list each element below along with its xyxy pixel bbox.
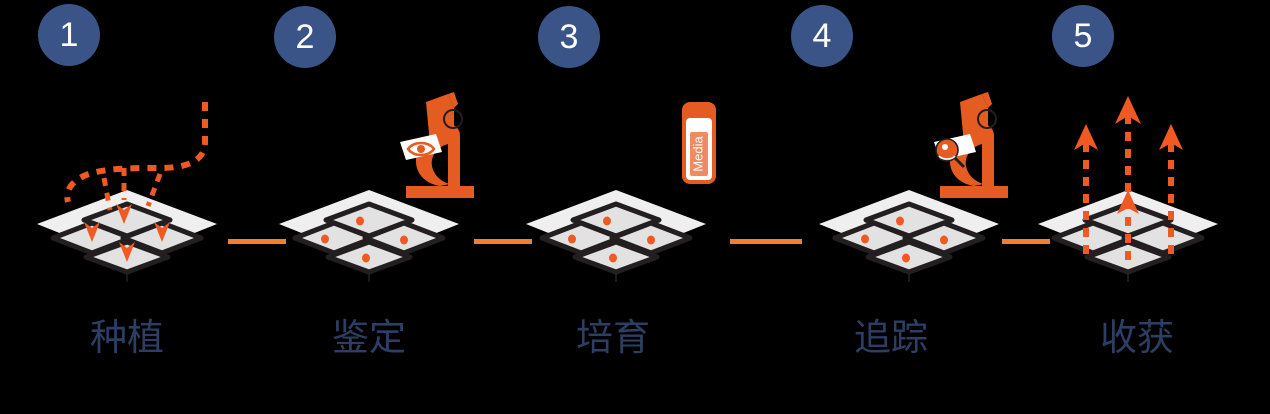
step-label-5: 收获 — [1100, 316, 1174, 359]
workflow-step-1: 1 — [0, 0, 254, 414]
step-number-3: 3 — [559, 18, 579, 56]
step-label-4: 追踪 — [854, 316, 928, 359]
workflow-step-2: 2 — [256, 0, 510, 414]
step-number-2: 2 — [295, 18, 315, 56]
step-label-1: 种植 — [90, 316, 164, 359]
step-number-badge-4: 4 — [791, 5, 853, 67]
step-number-badge-1: 1 — [38, 4, 100, 66]
step-number-badge-5: 5 — [1052, 5, 1114, 67]
connector-2-3 — [474, 239, 532, 244]
step-label-2: 鉴定 — [332, 316, 406, 359]
plate-with-incoming-arrows-icon — [0, 82, 254, 282]
plate-with-outgoing-arrows-icon — [1016, 82, 1270, 282]
plate-with-colonies-icon: Media — [510, 82, 764, 282]
connector-3-4 — [730, 239, 802, 244]
plate-with-colonies-icon — [256, 82, 510, 282]
connector-1-2 — [228, 239, 286, 244]
step-number-1: 1 — [59, 16, 79, 54]
workflow-step-4: 4 — [780, 0, 1034, 414]
media-vial-icon: Media — [682, 102, 716, 184]
workflow-step-3: 3 — [510, 0, 764, 414]
vial-label-text: Media — [690, 136, 705, 172]
step-number-badge-3: 3 — [538, 6, 600, 68]
plate-with-colonies-icon — [780, 82, 1034, 282]
microscope-eye-icon — [400, 92, 474, 198]
step-number-badge-2: 2 — [274, 6, 336, 68]
step-number-5: 5 — [1073, 17, 1093, 55]
step-number-4: 4 — [812, 17, 832, 55]
microscope-magnifier-icon — [934, 92, 1008, 198]
connector-4-5 — [1002, 239, 1050, 244]
step-label-3: 培育 — [576, 316, 650, 359]
workflow-step-5: 5 — [1016, 0, 1270, 414]
